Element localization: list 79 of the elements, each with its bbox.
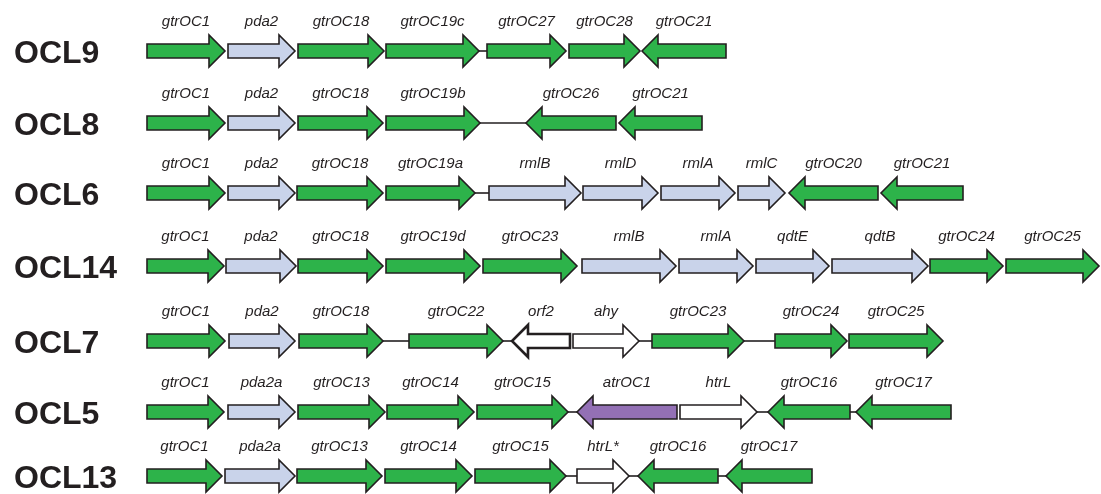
gene-label: gtrOC25 (867, 302, 925, 320)
gene-label: gtrOC1 (161, 154, 211, 172)
gene-label: gtrOC1 (161, 227, 210, 245)
cluster-label: OCL6 (14, 176, 100, 212)
gene-label: gtrOC24 (782, 302, 840, 320)
gene-label: pda2a (239, 437, 281, 455)
intergenic-line (567, 411, 578, 413)
gene-label: gtrOC19a (398, 154, 463, 172)
intergenic-line (628, 475, 639, 477)
gene-label: gtrOC1 (160, 437, 209, 455)
gene-label: gtrOC1 (161, 373, 210, 391)
gene-label: ahy (593, 302, 619, 320)
gene-label: rmlD (604, 154, 637, 172)
gene-label: gtrOC1 (161, 12, 211, 30)
gene-label: gtrOC23 (501, 227, 559, 245)
gene-label: gtrOC18 (312, 227, 369, 245)
gene-label: gtrOC14 (402, 373, 459, 391)
gene-label: htrL (705, 373, 732, 391)
gene-label: gtrOC22 (427, 302, 485, 320)
gene-label: rmlB (519, 154, 551, 172)
gene-label: orf2 (528, 302, 554, 320)
intergenic-line (756, 411, 769, 413)
gene-label: rmlA (700, 227, 732, 245)
intergenic-line (474, 192, 490, 194)
intergenic-line (382, 340, 410, 342)
intergenic-line (502, 340, 513, 342)
gene-label: qdtB (864, 227, 896, 245)
intergenic-line (479, 122, 527, 124)
gene-label: gtrOC13 (311, 437, 368, 455)
intergenic-line (743, 340, 776, 342)
gene-label: gtrOC19d (400, 227, 466, 245)
gene-label: pda2 (245, 302, 279, 320)
cluster-label: OCL13 (14, 459, 118, 494)
gene-label: gtrOC28 (576, 12, 633, 30)
gene-label: gtrOC15 (492, 437, 549, 455)
gene-label: gtrOC18 (311, 154, 369, 172)
gene-label: rmlB (613, 227, 645, 245)
gene-label: gtrOC16 (780, 373, 838, 391)
gene-label: pda2 (244, 154, 279, 172)
gene-label: qdtE (777, 227, 808, 245)
gene-label: gtrOC17 (875, 373, 932, 391)
gene-label: gtrOC17 (740, 437, 798, 455)
cluster-label: OCL14 (14, 249, 118, 285)
intergenic-line (478, 50, 488, 52)
gene-label: gtrOC27 (498, 12, 555, 30)
gene-label: gtrOC14 (400, 437, 457, 455)
gene-label: gtrOC26 (542, 84, 600, 102)
gene-label: atrOC1 (602, 373, 652, 391)
gene-label: gtrOC18 (312, 84, 369, 102)
gene-label: gtrOC16 (649, 437, 707, 455)
gene-label: gtrOC21 (893, 154, 951, 172)
gene-label: pda2 (244, 227, 278, 245)
gene-label: gtrOC20 (805, 154, 862, 172)
gene-label: gtrOC1 (161, 302, 211, 320)
cluster-label: OCL9 (14, 34, 100, 70)
intergenic-line (717, 475, 727, 477)
gene-label: gtrOC25 (1024, 227, 1081, 245)
gene-label: gtrOC1 (161, 84, 211, 102)
cluster-label: OCL8 (14, 106, 100, 142)
gene-label: gtrOC23 (669, 302, 727, 320)
gene-label: pda2 (244, 84, 279, 102)
cluster-label: OCL5 (14, 395, 100, 431)
gene-label: gtrOC13 (313, 373, 370, 391)
intergenic-line (565, 475, 578, 477)
gene-label: gtrOC18 (312, 302, 370, 320)
gene-label: gtrOC15 (494, 373, 551, 391)
gene-label: htrL* (587, 437, 619, 455)
gene-label: gtrOC19c (400, 12, 465, 30)
gene-label: pda2a (240, 373, 283, 391)
gene-label: pda2 (244, 12, 279, 30)
gene-label: gtrOC18 (312, 12, 370, 30)
gene-label: rmlC (745, 154, 778, 172)
gene-label: gtrOC21 (632, 84, 689, 102)
gene-label: gtrOC21 (655, 12, 713, 30)
cluster-label: OCL7 (14, 324, 100, 360)
intergenic-line (638, 340, 653, 342)
gene-label: gtrOC24 (938, 227, 995, 245)
gene-label: rmlA (682, 154, 714, 172)
gene-label: gtrOC19b (400, 84, 466, 102)
